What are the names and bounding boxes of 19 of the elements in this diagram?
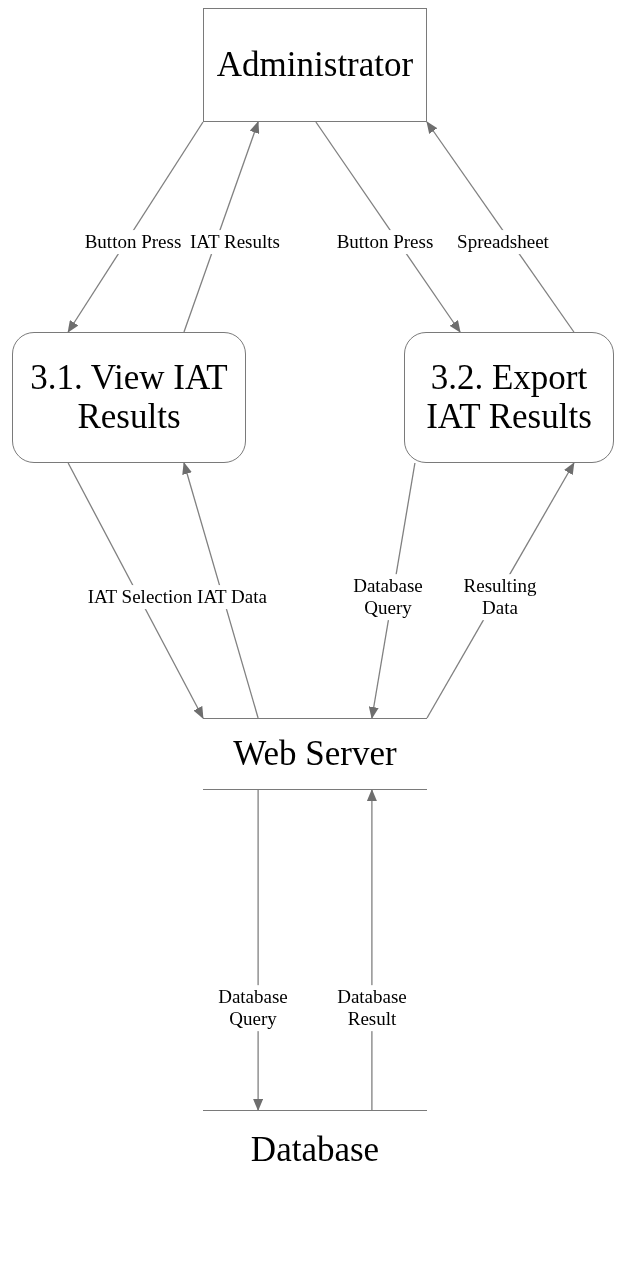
edge-label: Spreadsheet	[455, 230, 551, 254]
edge-label: IAT Selection	[85, 585, 195, 609]
node-label: Web Server	[232, 734, 398, 774]
edge-label: Button Press	[334, 230, 436, 254]
node-label: Database	[249, 1131, 381, 1170]
arrow	[182, 462, 259, 719]
arrow	[315, 121, 461, 333]
process-box	[404, 332, 614, 463]
arrow	[183, 121, 260, 333]
node-label: 3.1. View IAT Results	[29, 359, 229, 436]
edge-label: IAT Data	[195, 585, 269, 609]
node-label: Administrator	[215, 45, 415, 85]
arrow	[426, 121, 575, 333]
node-label: 3.2. Export IAT Results	[425, 359, 593, 436]
entity-box	[203, 8, 427, 122]
process-box	[12, 332, 246, 463]
edge-label: Button Press	[82, 230, 184, 254]
edge-label: IAT Results	[188, 230, 282, 254]
arrow	[67, 462, 204, 719]
